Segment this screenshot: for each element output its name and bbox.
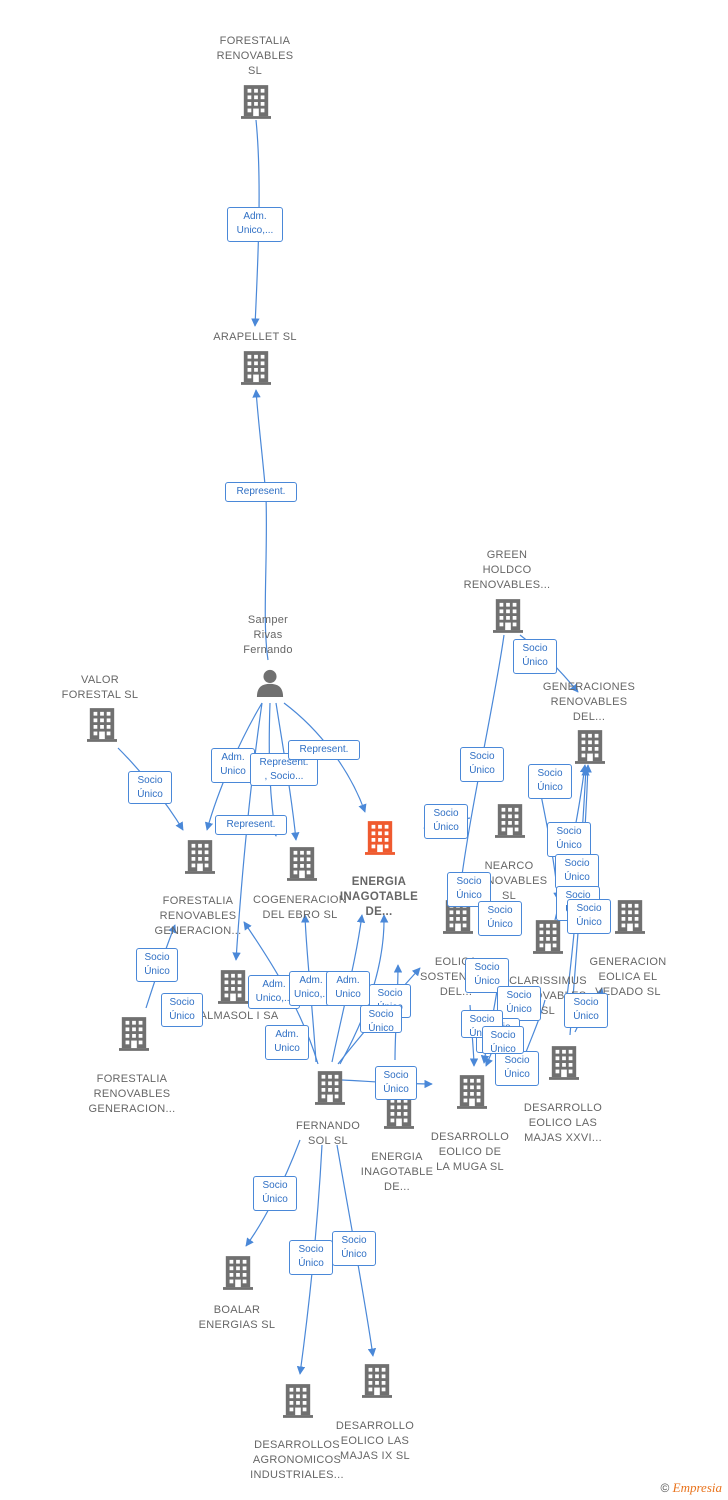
edge-label[interactable]: Socio Único (478, 901, 522, 936)
building-icon[interactable] (185, 840, 215, 874)
node-label-des-majas-xxvi[interactable]: DESARROLLO EOLICO LAS MAJAS XXVI... (523, 1102, 603, 1144)
edge-label[interactable]: Adm. Unico (265, 1025, 309, 1060)
node-label-forestalia-gen1[interactable]: FORESTALIA RENOVABLES GENERACION... (154, 895, 242, 937)
edge-label[interactable]: Socio Único (482, 1026, 524, 1055)
building-icon[interactable] (223, 1256, 253, 1290)
edge-label[interactable]: Socio Único (128, 771, 172, 804)
edge-label[interactable]: Socio Único (564, 993, 608, 1028)
node-label-energia-focus[interactable]: ENERGIA INAGOTABLE DE... (339, 876, 419, 918)
node-label-generaciones[interactable]: GENERACIONES RENOVABLES DEL... (542, 680, 636, 723)
edge-label[interactable]: Socio Único (547, 822, 591, 857)
node-label-arapellet[interactable]: ARAPELLET SL (213, 330, 297, 343)
node-label-forestalia-gen2[interactable]: FORESTALIA RENOVABLES GENERACION... (88, 1073, 176, 1115)
node-label-forestalia-sl[interactable]: FORESTALIA RENOVABLES SL (216, 34, 294, 77)
building-icon[interactable] (241, 85, 271, 119)
edge-label[interactable]: Socio Único (360, 1005, 402, 1034)
building-icon[interactable] (493, 599, 523, 633)
edge-label[interactable]: Represent. (215, 815, 287, 835)
edge-label[interactable]: Represent. (225, 482, 297, 502)
node-label-valor-forestal[interactable]: VALOR FORESTAL SL (61, 674, 139, 701)
edge-label[interactable]: Adm. Unico (326, 971, 370, 1006)
building-icon[interactable] (241, 351, 271, 385)
node-label-energia-2[interactable]: ENERGIA INAGOTABLE DE... (360, 1151, 434, 1193)
node-label-fernando-sol[interactable]: FERNANDO SOL SL (295, 1120, 361, 1147)
building-icon[interactable] (287, 847, 317, 881)
edge-label[interactable]: Socio Único (253, 1176, 297, 1211)
edge-label[interactable]: Socio Único (424, 804, 468, 839)
building-icon[interactable] (365, 821, 395, 855)
edge-label[interactable]: Socio Único (497, 986, 541, 1021)
node-label-des-muga[interactable]: DESARROLLO EOLICO DE LA MUGA SL (430, 1131, 510, 1173)
building-icon[interactable] (218, 970, 248, 1004)
building-icon[interactable] (457, 1075, 487, 1109)
relation-edge (232, 702, 263, 961)
edge-label[interactable]: Represent. (288, 740, 360, 760)
edge-label[interactable]: Socio Único (567, 899, 611, 934)
node-label-cogeneracion[interactable]: COGENERACION DEL EBRO SL (252, 894, 348, 921)
edge-label[interactable]: Socio Único (528, 764, 572, 799)
building-icon[interactable] (315, 1071, 345, 1105)
node-label-des-agronomicos[interactable]: DESARROLLOS AGRONOMICOS INDUSTRIALES... (250, 1439, 344, 1481)
edge-label[interactable]: Socio Único (289, 1240, 333, 1275)
person-icon[interactable] (256, 669, 284, 697)
node-label-samper[interactable]: Samper Rivas Fernando (243, 613, 293, 656)
edge-label[interactable]: Socio Único (136, 948, 178, 982)
building-icon[interactable] (533, 920, 563, 954)
building-icon[interactable] (119, 1017, 149, 1051)
node-label-des-majas-ix[interactable]: DESARROLLO EOLICO LAS MAJAS IX SL (335, 1420, 415, 1462)
edge-label[interactable]: Socio Único (555, 854, 599, 889)
building-icon[interactable] (283, 1384, 313, 1418)
relation-edge (256, 390, 269, 661)
node-label-almasol[interactable]: ALMASOL I SA (199, 1010, 279, 1022)
edge-label[interactable]: Adm. Unico,... (227, 207, 283, 242)
edge-label[interactable]: Socio Único (460, 747, 504, 782)
edge-label[interactable]: Adm. Unico (211, 748, 255, 783)
edge-label[interactable]: Socio Único (375, 1066, 417, 1100)
building-icon[interactable] (549, 1046, 579, 1080)
building-icon[interactable] (362, 1364, 392, 1398)
copyright-footer: © Empresia (660, 1480, 722, 1496)
copyright-icon: © (660, 1481, 670, 1495)
building-icon[interactable] (87, 708, 117, 742)
edge-label[interactable]: Socio Único (332, 1231, 376, 1266)
building-icon[interactable] (575, 730, 605, 764)
empresia-logo: Empresia (672, 1480, 722, 1495)
node-label-green-holdco[interactable]: GREEN HOLDCO RENOVABLES... (463, 548, 551, 591)
building-icon[interactable] (495, 804, 525, 838)
node-label-boalar[interactable]: BOALAR ENERGIAS SL (198, 1304, 276, 1331)
building-icon[interactable] (615, 900, 645, 934)
edge-label[interactable]: Socio Único (513, 639, 557, 674)
edge-label[interactable]: Socio Único (161, 993, 203, 1027)
